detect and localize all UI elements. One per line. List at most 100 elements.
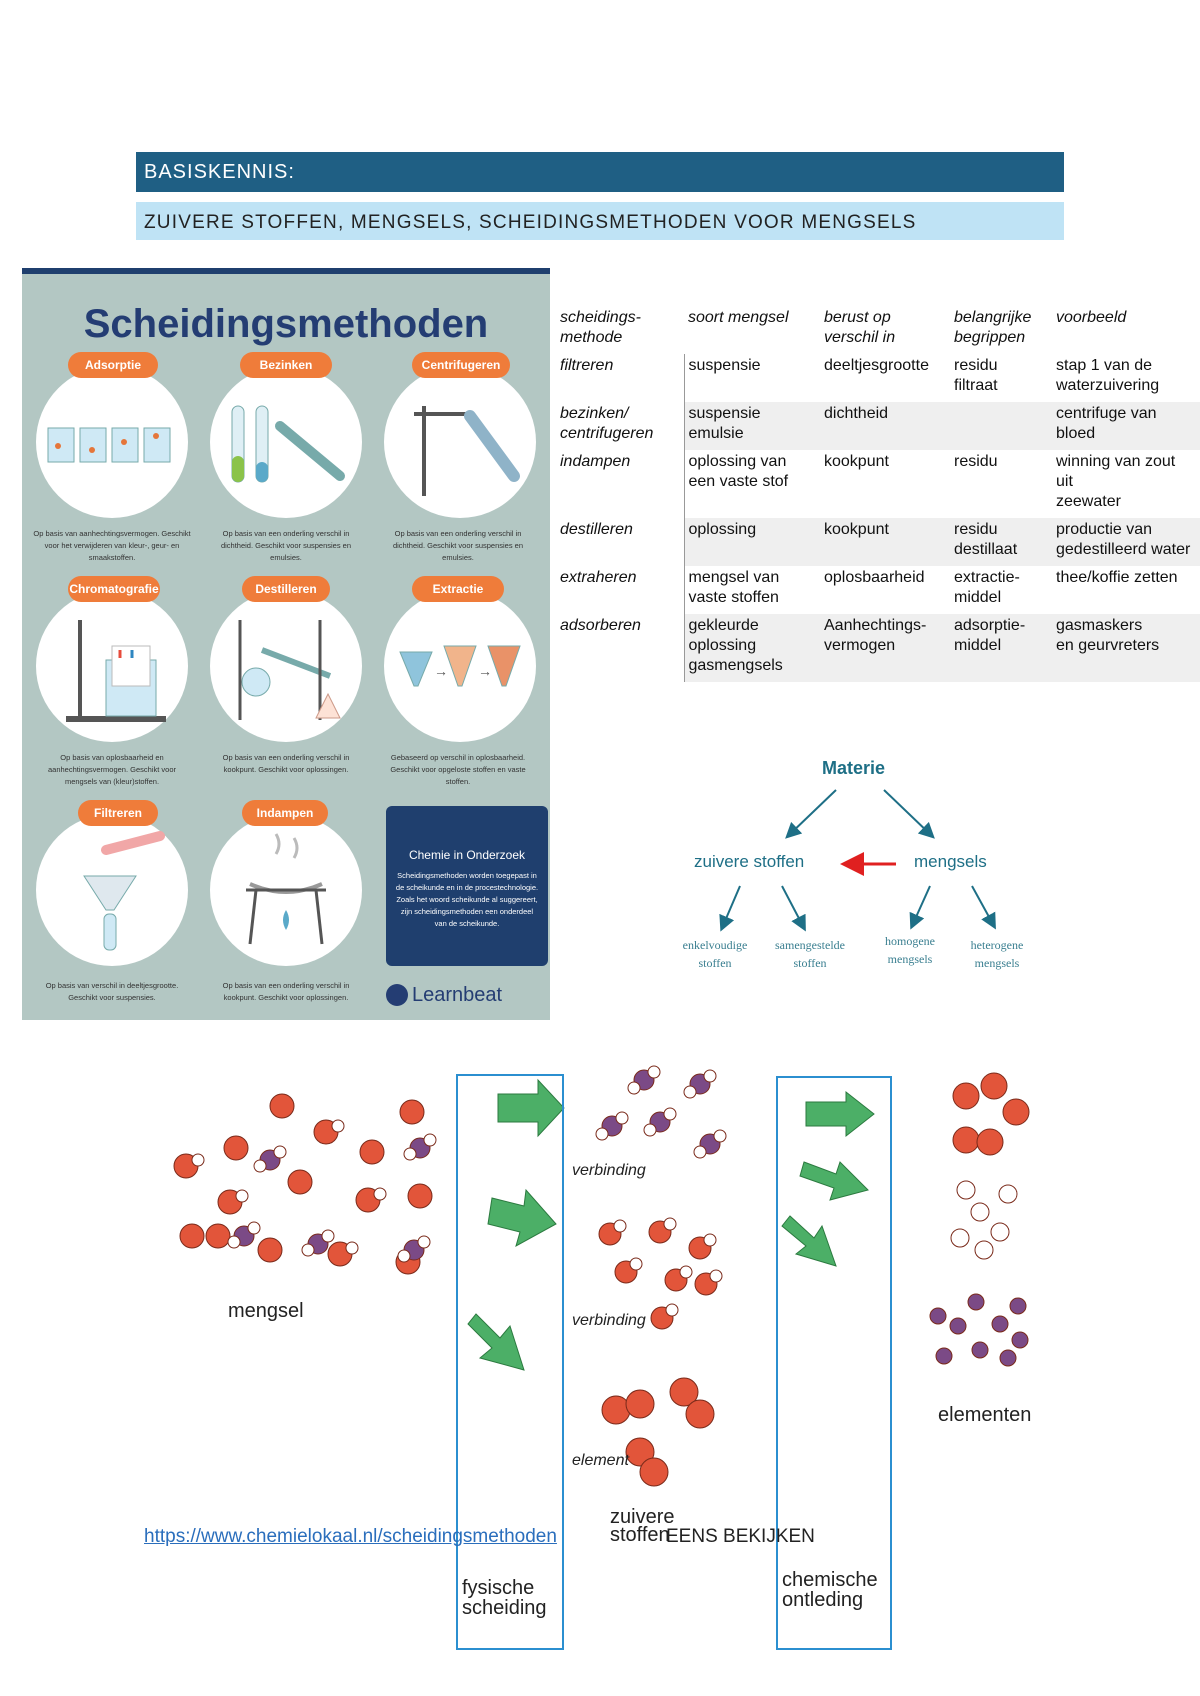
table-cell	[950, 402, 1052, 450]
molecule-atom	[321, 1229, 335, 1243]
pill-centrifugeren: Centrifugeren	[412, 352, 510, 378]
chemische-ontleding-box	[776, 1076, 892, 1650]
molecule-atom	[247, 1221, 261, 1235]
molecule-atom	[403, 1147, 417, 1161]
label-verbinding-1: verbinding	[572, 1162, 646, 1179]
desc-centrifugeren: Op basis van een onderling verschil in d…	[392, 529, 524, 562]
materie-mengsels: mengsels	[914, 852, 987, 871]
label-zuivere-stoffen: zuivere stoffen	[610, 1506, 675, 1546]
pill-indampen: Indampen	[242, 800, 328, 826]
table-cell: residu filtraat	[954, 357, 998, 394]
molecule-atom	[967, 1293, 985, 1311]
table-cell: gasmaskers en geurvreters	[1052, 614, 1200, 682]
funnel-icon	[83, 831, 165, 951]
molecule-atom	[595, 1127, 609, 1141]
molecule-atom	[269, 1093, 295, 1119]
molecule-atom	[685, 1399, 715, 1429]
molecule-atom	[625, 1389, 655, 1419]
molecule-atom	[991, 1315, 1009, 1333]
pill-extractie: Extractie	[412, 576, 504, 602]
table-cell: oplossing	[683, 518, 820, 566]
table-cell: residu destillaat	[950, 518, 1052, 566]
method-cell: filtreren	[560, 357, 614, 374]
adsorptie-illustration	[36, 366, 188, 518]
fysische-scheiding-box	[456, 1074, 564, 1650]
scheidingsmethoden-table: scheidings- methode soort mengsel berust…	[556, 306, 1200, 682]
table-cell: oplossing van een vaste stof	[683, 450, 820, 518]
col-header: berust op verschil in	[824, 309, 896, 346]
table-cell: dichtheid	[820, 402, 950, 450]
molecule-atom	[679, 1265, 693, 1279]
molecule-atom	[639, 1457, 669, 1487]
col-header: voorbeeld	[1056, 309, 1127, 326]
molecule-atom	[693, 1145, 707, 1159]
indampen-illustration	[210, 814, 362, 966]
molecule-atom	[703, 1233, 717, 1247]
table-cell: Aanhechtings- vermogen	[820, 614, 950, 682]
table-cell: residu	[954, 453, 998, 470]
box-text: Scheidingsmethoden worden toegepast in d…	[395, 871, 539, 928]
filtreren-illustration	[36, 814, 188, 966]
centrifuge-icon	[414, 406, 520, 496]
molecule-atom	[643, 1123, 657, 1137]
molecule-atom	[287, 1169, 313, 1195]
table-cell: kookpunt	[824, 453, 889, 470]
desc-destilleren: Op basis van een onderling verschil in k…	[222, 753, 350, 774]
desc-bezinken: Op basis van een onderling verschil in d…	[220, 529, 352, 562]
molecule-atom	[397, 1249, 411, 1263]
table-cell: suspensie emulsie	[683, 402, 820, 450]
molecule-atom	[345, 1241, 359, 1255]
molecule-atom	[273, 1145, 287, 1159]
method-cell: indampen	[560, 453, 631, 470]
desc-extractie: Gebaseerd op verschil in oplosbaarheid. …	[390, 753, 526, 786]
molecule-atom	[601, 1395, 631, 1425]
evaporation-icon	[246, 833, 326, 945]
separatory-funnel-icon: →→	[399, 645, 521, 687]
arrow-icon	[467, 1078, 875, 1371]
leaf-homogene: homogene mengsels	[885, 934, 935, 966]
molecule-atom	[359, 1139, 385, 1165]
table-cell: kookpunt	[820, 518, 950, 566]
bezinken-illustration	[210, 366, 362, 518]
desc-chromatografie: Op basis van oplosbaarheid en aanhechtin…	[48, 753, 176, 786]
method-cell: bezinken/ centrifugeren	[560, 405, 654, 442]
table-row: bezinken/ centrifugeren suspensie emulsie…	[556, 402, 1200, 450]
molecule-atom	[950, 1228, 970, 1248]
table-cell: extractie- middel	[954, 569, 1020, 606]
centrifugeren-illustration	[384, 366, 536, 518]
chromatografie-illustration	[36, 590, 188, 742]
molecule-atom	[629, 1257, 643, 1271]
molecule-atom	[1009, 1297, 1027, 1315]
molecule-atom	[613, 1219, 627, 1233]
label-fysische-scheiding: fysische scheiding	[462, 1577, 547, 1619]
materie-zuivere-stoffen: zuivere stoffen	[694, 852, 805, 871]
molecule-atom	[709, 1269, 723, 1283]
molecule-atom	[1011, 1331, 1029, 1349]
molecule-atom	[956, 1180, 976, 1200]
desc-indampen: Op basis van een onderling verschil in k…	[222, 981, 350, 1002]
distillation-icon	[238, 620, 341, 720]
chemielokaal-link[interactable]: https://www.chemielokaal.nl/scheidingsme…	[144, 1526, 557, 1547]
col-header: belangrijke begrippen	[954, 309, 1032, 346]
method-cell: extraheren	[560, 569, 637, 586]
molecule-atom	[683, 1085, 697, 1099]
desc-adsorptie: Op basis van aanhechtingsvermogen. Gesch…	[33, 529, 191, 562]
table-cell: centrifuge van bloed	[1052, 402, 1200, 450]
table-header-row: scheidings- methode soort mengsel berust…	[556, 306, 1200, 354]
svg-text:→: →	[478, 663, 492, 679]
molecule-atom	[205, 1223, 231, 1249]
pill-filtreren: Filtreren	[78, 800, 158, 826]
leaf-samengestelde: samengestelde stoffen	[775, 938, 845, 970]
section-subtitle: ZUIVERE STOFFEN, MENGSELS, SCHEIDINGSMET…	[136, 202, 1064, 240]
pill-adsorptie: Adsorptie	[68, 352, 158, 378]
table-cell: thee/koffie zetten	[1056, 569, 1178, 586]
molecule-atom	[929, 1307, 947, 1325]
molecule-atom	[703, 1069, 717, 1083]
method-cell: destilleren	[560, 521, 633, 538]
table-cell: adsorptie- middel	[950, 614, 1052, 682]
molecule-atom	[970, 1202, 990, 1222]
materie-diagram: Materie zuivere stoffen mengsels enkelvo…	[670, 748, 1040, 1008]
